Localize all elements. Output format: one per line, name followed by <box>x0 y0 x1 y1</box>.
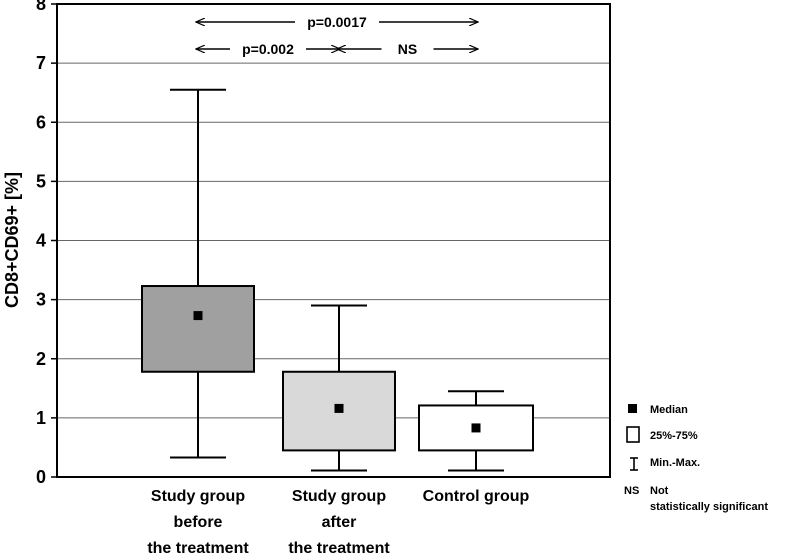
legend-ns-label-line2: statistically significant <box>650 501 768 513</box>
plot-frame <box>56 3 611 478</box>
y-tick-label: 6 <box>36 112 46 132</box>
y-tick-label: 0 <box>36 467 46 487</box>
median-marker <box>193 311 203 321</box>
y-tick-label: 7 <box>36 53 46 73</box>
box-3 <box>418 390 534 472</box>
legend-ns-label-line1: Not <box>650 485 669 497</box>
y-tick-label: 4 <box>36 231 46 251</box>
box-1 <box>141 88 255 459</box>
annotation-p-0-002: p=0.002 <box>196 41 340 57</box>
annotation-p-0-0017: p=0.0017 <box>196 14 478 30</box>
box-2 <box>282 304 396 472</box>
y-tick-label: 2 <box>36 349 46 369</box>
boxes <box>141 88 534 472</box>
legend-median-symbol <box>628 404 637 413</box>
legend-box-symbol <box>626 426 640 443</box>
annotation-ns: NS <box>337 41 478 57</box>
annotation-label: NS <box>398 41 417 57</box>
median-marker <box>334 403 344 413</box>
annotation-label: p=0.0017 <box>307 14 367 30</box>
y-tick-label: 5 <box>36 171 46 191</box>
y-tick-labels: 0 1 2 3 4 5 6 7 8 <box>36 0 46 487</box>
legend-whisker-label: Min.-Max. <box>650 457 700 469</box>
legend: Median 25%-75% Min.-Max. NS Not statistically… <box>624 404 768 513</box>
legend-median-label: Median <box>650 404 688 416</box>
significance-annotations: p=0.0017 p=0.002 NS <box>196 14 478 57</box>
median-marker <box>471 423 481 433</box>
legend-ns-symbol: NS <box>624 485 639 497</box>
legend-box-label: 25%-75% <box>650 430 698 442</box>
y-tick-label: 3 <box>36 290 46 310</box>
y-tick-label: 1 <box>36 408 46 428</box>
y-tick-label: 8 <box>36 0 46 14</box>
annotation-label: p=0.002 <box>242 41 294 57</box>
iqr-box <box>141 285 255 373</box>
y-axis-label: CD8+CD69+ [%] <box>2 172 22 308</box>
category-label: Control group <box>423 488 530 505</box>
